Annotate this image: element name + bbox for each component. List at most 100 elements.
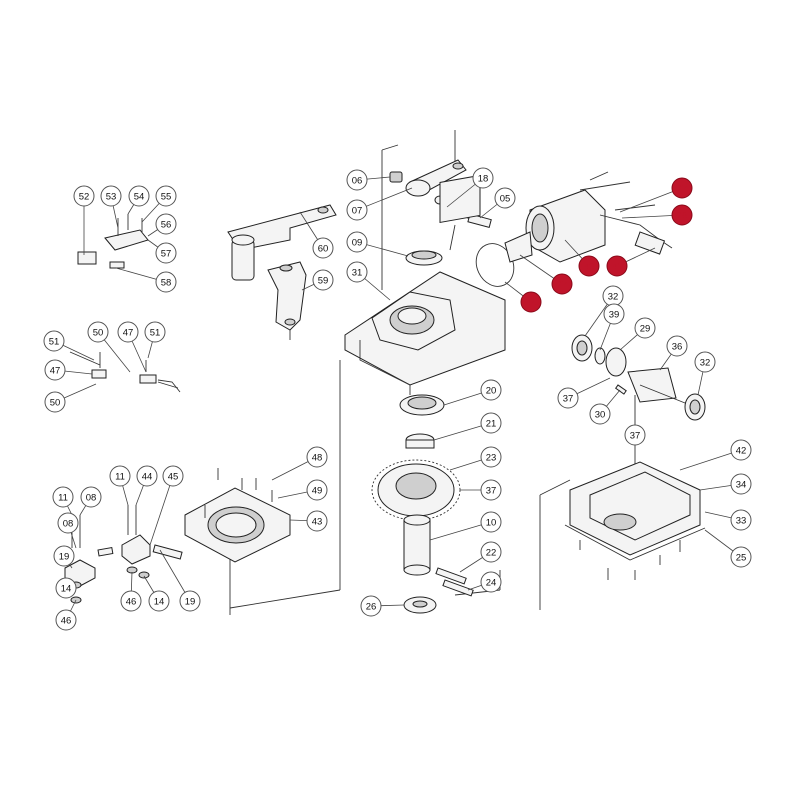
callout-circle [44,391,66,413]
callout-marker: 50 [87,321,109,343]
callout-label: 60 [318,243,329,254]
callout-label: 42 [736,445,747,456]
callout-marker: 32 [602,285,624,307]
callout-marker: 10 [480,511,502,533]
callout-label: 55 [161,191,172,202]
callout-marker: 42 [730,439,752,461]
callout-marker: 50 [44,391,66,413]
callout-marker-highlighted: 40 [578,255,600,277]
callout-label: 27 [677,183,688,194]
callout-marker: 49 [306,479,328,501]
callout-label: 31 [352,267,363,278]
callout-circle [480,571,502,593]
callout-marker-highlighted: 41 [606,255,628,277]
callout-circle [306,510,328,532]
callout-circle [730,546,752,568]
callout-circle [155,271,177,293]
callout-label: 25 [736,552,747,563]
callout-label: 51 [150,327,161,338]
callout-circle [494,187,516,209]
callout-marker: 39 [603,303,625,325]
callout-label: 56 [161,219,172,230]
callout-marker: 37 [624,424,646,446]
callout-label: 45 [168,471,179,482]
callout-label: 05 [500,193,511,204]
callout-label: 08 [63,518,74,529]
callout-circle [100,185,122,207]
callout-label: 09 [352,237,363,248]
callout-marker: 56 [155,213,177,235]
callout-marker: 33 [730,509,752,531]
callout-label: 18 [478,173,489,184]
callout-circle [520,291,542,313]
callout-circle [557,387,579,409]
callout-circle [312,269,334,291]
callout-circle [306,446,328,468]
callout-label: 46 [126,596,137,607]
sensor-wire-assembly [69,351,181,393]
callout-label: 30 [595,409,606,420]
callout-label: 52 [79,191,90,202]
callout-label: 24 [486,577,497,588]
callout-label: 21 [486,418,497,429]
gearbox-housing-part [344,174,506,386]
callout-circle [730,473,752,495]
callout-circle [148,590,170,612]
callout-label: 47 [50,365,61,376]
callout-label: 08 [86,492,97,503]
callout-circle [346,199,368,221]
callout-circle [144,321,166,343]
callout-circle [589,403,611,425]
bracket-plate-part [267,261,307,331]
callout-label: 19 [185,596,196,607]
callout-marker: 36 [666,335,688,357]
motor-part [504,171,673,263]
callout-marker: 54 [128,185,150,207]
lever-arm-part [227,204,337,281]
callout-circle [730,509,752,531]
callout-marker: 18 [472,167,494,189]
callout-circle [155,213,177,235]
callout-marker: 06 [346,169,368,191]
callout-label: 40 [584,261,595,272]
callout-label: 44 [142,471,153,482]
leader-line [149,475,174,546]
callout-marker-highlighted: 27 [671,177,693,199]
callout-label: 46 [61,615,72,626]
callout-marker: 19 [179,590,201,612]
callout-circle [480,511,502,533]
callout-label: 37 [563,393,574,404]
callout-marker: 31 [346,261,368,283]
callout-label: 32 [608,291,619,302]
callout-label: 44 [526,297,537,308]
callout-circle [155,185,177,207]
callout-marker: 14 [55,577,77,599]
leader-line [679,449,742,471]
callout-label: 06 [352,175,363,186]
main-gear-stack-part [371,394,474,614]
callout-circle [87,321,109,343]
callout-marker: 24 [480,571,502,593]
callout-marker: 59 [312,269,334,291]
limit-switch-assembly-b [121,505,183,579]
callout-marker: 26 [360,595,382,617]
callout-marker: 51 [43,330,65,352]
callout-circle [44,359,66,381]
callout-circle [43,330,65,352]
callout-circle [80,486,102,508]
callout-label: 51 [49,336,60,347]
callout-marker: 44 [136,465,158,487]
callout-label: 37 [486,485,497,496]
callout-marker: 08 [80,486,102,508]
callout-circle [360,595,382,617]
callout-circle [53,545,75,567]
callout-marker: 22 [480,541,502,563]
callout-circle [666,335,688,357]
callout-circle [578,255,600,277]
callout-circle [603,303,625,325]
callout-label: 22 [486,547,497,558]
callout-label: 14 [61,583,72,594]
